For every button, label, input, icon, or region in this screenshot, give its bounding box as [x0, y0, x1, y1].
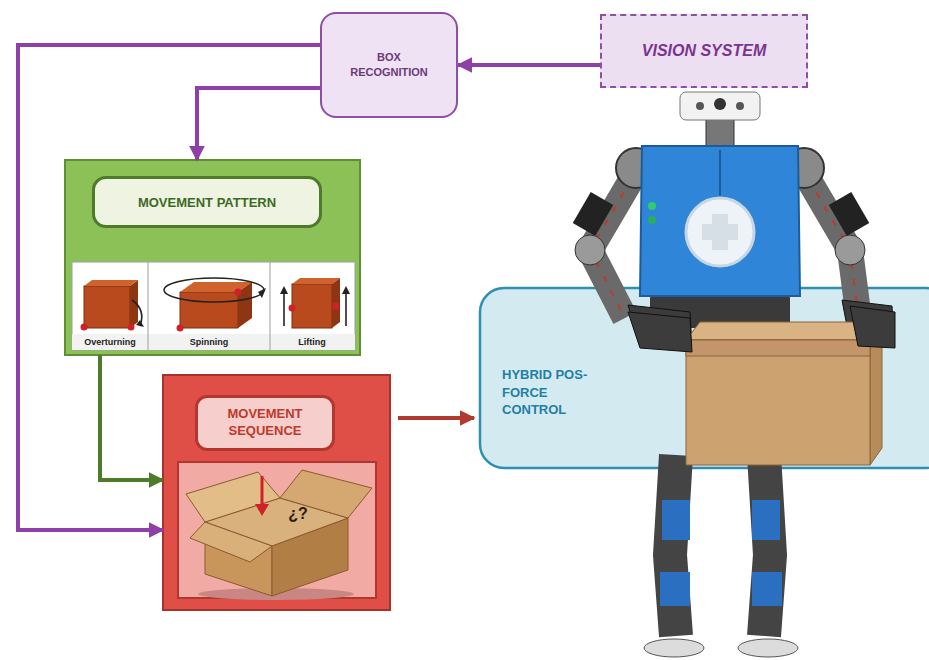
node-text: VISION SYSTEM — [642, 42, 766, 60]
open-box-picture — [186, 470, 372, 600]
flow-arrow — [458, 63, 600, 67]
pattern-panel — [65, 160, 360, 355]
question-mark: ¿? — [288, 505, 308, 523]
process-box: BOX RECOGNITION — [320, 12, 458, 118]
flow-arrow — [100, 355, 163, 480]
node-text: HYBRID POS-FORCE CONTROL — [502, 366, 614, 419]
node-text: BOX RECOGNITION — [343, 50, 435, 80]
pattern-panel: MOVEMENT PATTERN — [65, 160, 360, 355]
flow-arrow — [18, 45, 320, 530]
image-caption: Overturning — [84, 337, 136, 347]
sequence-image — [178, 462, 376, 598]
sequence-panel: MOVEMENT SEQUENCE — [163, 375, 390, 610]
image-caption: Spinning — [190, 337, 229, 347]
humanoid-robot — [573, 92, 895, 657]
flow-arrow — [197, 88, 320, 160]
sequence-panel — [163, 375, 390, 610]
node-text: MOVEMENT SEQUENCE — [195, 395, 335, 451]
control-region — [480, 288, 929, 468]
pattern-images — [72, 262, 355, 350]
vision-box: VISION SYSTEM — [600, 14, 808, 88]
control-region: HYBRID POS-FORCE CONTROL — [480, 288, 929, 468]
flow-arrow — [398, 416, 474, 420]
image-caption: Lifting — [298, 337, 326, 347]
node-text: MOVEMENT PATTERN — [92, 176, 322, 228]
